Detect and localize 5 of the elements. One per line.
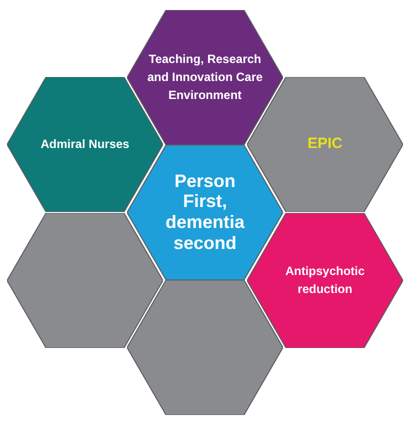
- tile-label: Person First, dementia second: [164, 170, 246, 254]
- tile-label: Teaching, Research and Innovation Care Environment: [146, 51, 264, 104]
- tile-label: Antipsychotic reduction: [284, 263, 366, 298]
- tile-label: EPIC: [307, 134, 342, 154]
- tile-label: Admiral Nurses: [40, 136, 130, 153]
